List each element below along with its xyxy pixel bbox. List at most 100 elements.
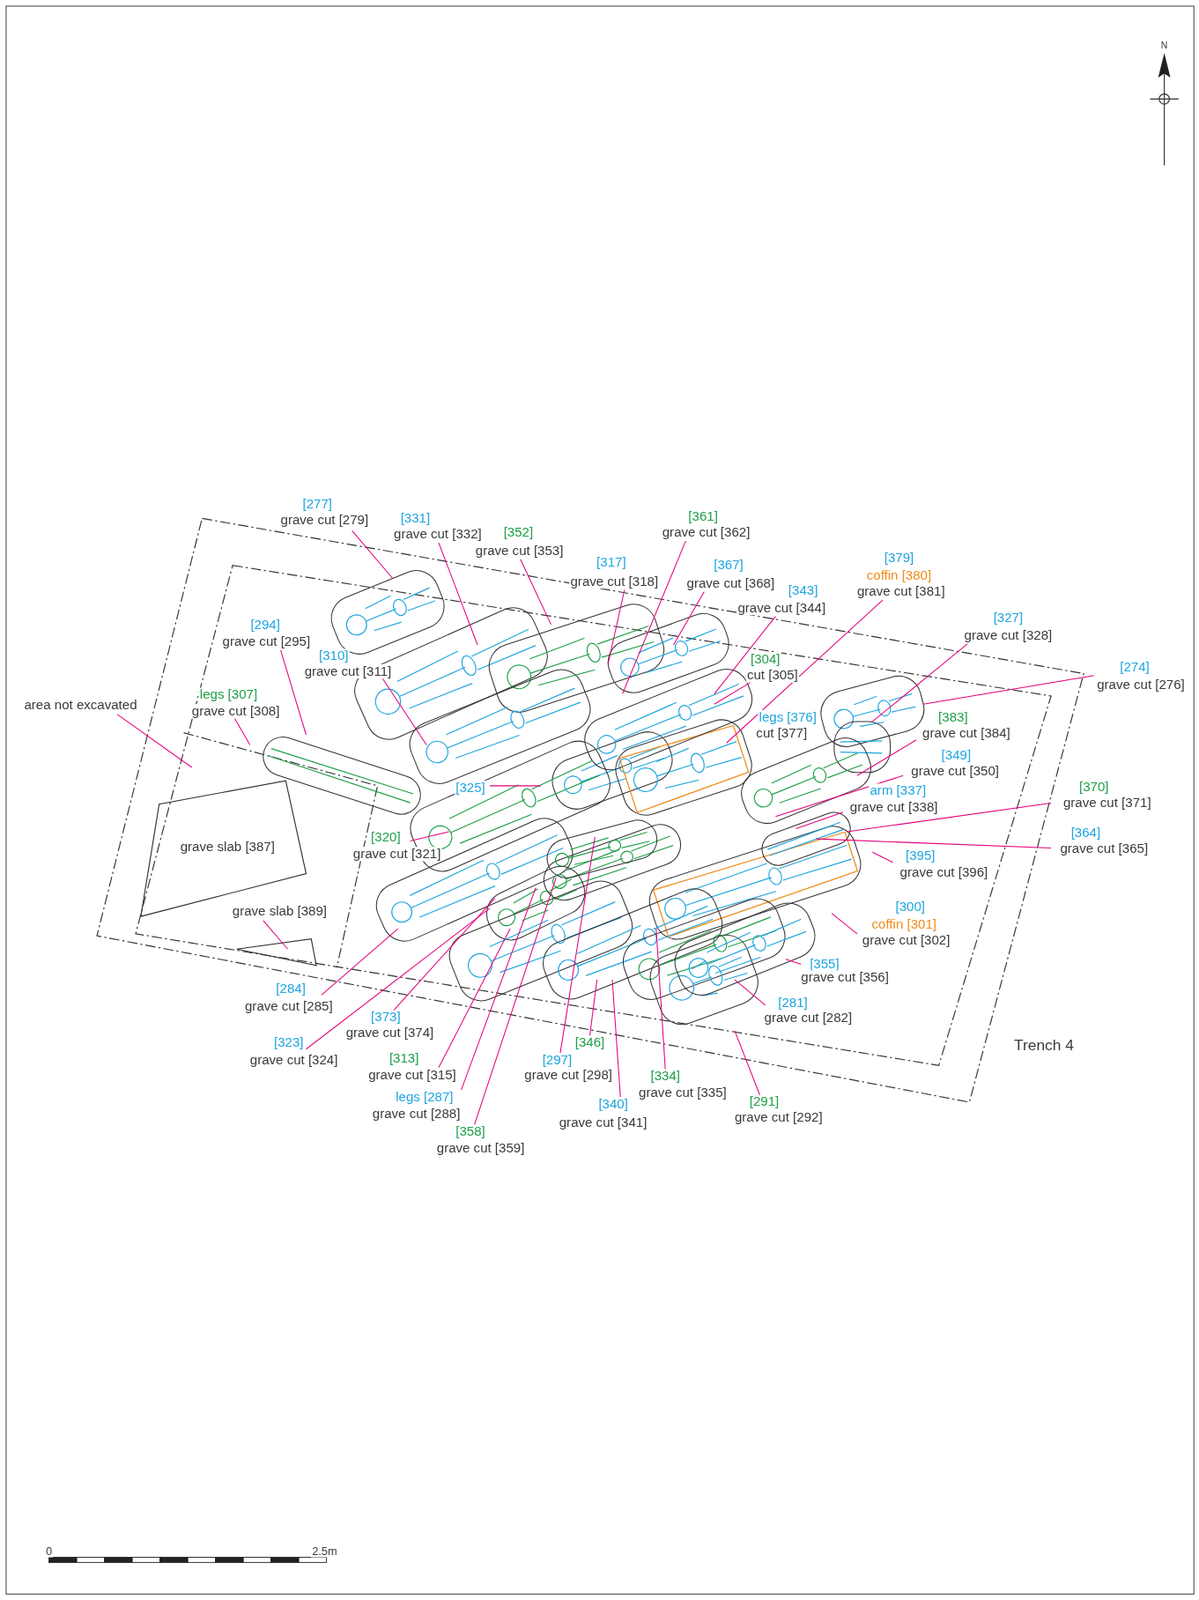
plan-label: [284] xyxy=(274,981,307,997)
plan-label: [352] xyxy=(503,525,535,541)
grave-cut xyxy=(815,671,929,753)
grave-outline xyxy=(616,892,792,1007)
plan-label: coffin [380] xyxy=(865,568,933,584)
grave-cut xyxy=(536,881,729,1006)
grave-cut xyxy=(369,811,580,949)
plan-label: [277] xyxy=(301,496,334,512)
grave-outline xyxy=(369,811,580,949)
plan-label: grave slab [387] xyxy=(179,839,276,855)
plan-label: grave cut [311] xyxy=(303,664,393,680)
leader-line xyxy=(656,928,666,1070)
scale-segment xyxy=(132,1557,161,1563)
leader-line xyxy=(734,1030,761,1096)
leader-line xyxy=(438,928,511,1068)
plan-label: [304] xyxy=(749,651,782,667)
skeleton xyxy=(750,747,866,814)
grave-cut xyxy=(483,598,671,718)
grave-cut xyxy=(325,563,452,661)
leader-line xyxy=(234,717,250,745)
grave-slab xyxy=(236,939,317,966)
plan-label: [317] xyxy=(595,555,628,570)
leader-line xyxy=(857,740,917,777)
leader-line xyxy=(612,979,621,1097)
skeleton xyxy=(423,753,603,857)
grave-outline xyxy=(442,873,639,1007)
leader-line xyxy=(795,812,843,829)
grave-outline xyxy=(757,807,856,870)
plan-label: grave cut [384] xyxy=(921,726,1012,742)
plan-label: area not excavated xyxy=(22,697,138,713)
plan-label: [364] xyxy=(1070,825,1103,841)
plan-label: [361] xyxy=(687,509,719,525)
skeleton xyxy=(840,740,882,754)
leader-line xyxy=(410,831,450,841)
plan-label: [320] xyxy=(370,830,402,846)
plan-label: grave cut [374] xyxy=(345,1025,436,1041)
plan-label: grave cut [362] xyxy=(661,525,752,541)
grave-cut xyxy=(601,606,735,699)
leader-line xyxy=(352,530,393,578)
grave-outline xyxy=(734,731,878,830)
plan-label: [294] xyxy=(249,618,282,634)
leader-line xyxy=(461,888,537,1090)
plan-label: [331] xyxy=(399,510,432,526)
skeleton xyxy=(268,747,414,803)
grave-cut xyxy=(542,815,661,882)
grave-cut xyxy=(577,662,759,778)
plan-label: Trench 4 xyxy=(1013,1036,1075,1054)
leader-line xyxy=(622,540,687,695)
plan-label: grave cut [335] xyxy=(637,1085,728,1101)
plan-label: [310] xyxy=(318,649,350,665)
plan-label: grave cut [288] xyxy=(371,1107,462,1123)
plan-label: [367] xyxy=(712,557,745,573)
plan-label: legs [287] xyxy=(394,1089,455,1105)
plan-label: [340] xyxy=(597,1096,630,1112)
plan-label: [358] xyxy=(454,1124,487,1140)
plan-label: grave cut [381] xyxy=(856,584,947,600)
plan-label: N xyxy=(1160,40,1170,51)
plan-label: grave cut [371] xyxy=(1062,795,1153,811)
plan-label: [291] xyxy=(748,1095,781,1111)
leader-line xyxy=(117,714,193,768)
grave-outline xyxy=(667,895,822,1002)
page-frame xyxy=(6,6,1194,1594)
plan-label: arm [337] xyxy=(868,783,927,799)
plan-label: grave cut [350] xyxy=(910,763,1000,779)
leader-line xyxy=(321,928,399,995)
skeleton xyxy=(341,581,438,643)
plan-label: grave cut [324] xyxy=(249,1052,340,1068)
plan-label: grave cut [353] xyxy=(474,543,565,559)
scale-segment xyxy=(271,1557,300,1563)
leader-line xyxy=(438,542,478,645)
leader-line xyxy=(714,679,755,704)
grave-outline xyxy=(258,732,426,820)
skeleton xyxy=(616,622,723,682)
plan-label: grave cut [308] xyxy=(191,703,282,719)
grave-cut xyxy=(609,713,758,821)
skeleton xyxy=(549,831,675,894)
north-arrow-cross xyxy=(1149,98,1178,100)
plan-label: [325] xyxy=(454,780,487,796)
grave-cut xyxy=(734,731,878,830)
grave-outline xyxy=(542,815,661,882)
plan-label: [395] xyxy=(904,849,937,865)
trench-edge xyxy=(96,518,1084,1103)
leader-line xyxy=(726,599,883,743)
grave-outline xyxy=(815,671,929,753)
grave-cut xyxy=(538,818,687,906)
leader-line xyxy=(785,959,801,965)
scale-segment xyxy=(298,1557,327,1563)
grave-cut xyxy=(258,732,426,820)
plan-label: grave cut [332] xyxy=(392,527,483,543)
scale-segment xyxy=(76,1557,105,1563)
grave-outline xyxy=(601,606,735,699)
plan-label: grave cut [341] xyxy=(558,1115,649,1131)
plan-label: [346] xyxy=(574,1036,607,1051)
plan-label: grave cut [315] xyxy=(367,1068,458,1084)
scale-segment xyxy=(104,1557,134,1563)
scale-segment xyxy=(243,1557,272,1563)
plan-label: grave cut [328] xyxy=(962,628,1053,644)
plan-label: [281] xyxy=(777,995,809,1011)
skeleton xyxy=(503,618,657,697)
